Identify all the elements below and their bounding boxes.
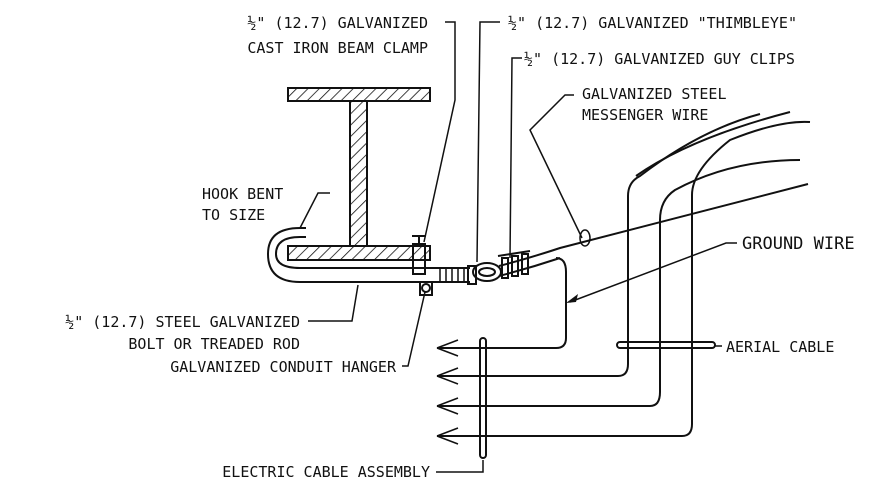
conduit-hanger-label: GALVANIZED CONDUIT HANGER bbox=[170, 358, 397, 376]
aerial-cables bbox=[437, 111, 811, 437]
ground-wire bbox=[437, 257, 567, 349]
messenger-wire-label-1: GALVANIZED STEEL bbox=[582, 85, 727, 103]
bolt-label-2: BOLT OR TREADED ROD bbox=[128, 335, 300, 353]
i-beam bbox=[287, 87, 431, 261]
guy-clips bbox=[497, 250, 531, 279]
labels: ½" (12.7) GALVANIZED CAST IRON BEAM CLAM… bbox=[65, 14, 854, 480]
beam-clamp bbox=[412, 235, 433, 296]
aerial-cable-band bbox=[616, 341, 716, 349]
bolt-label-1: ½" (12.7) STEEL GALVANIZED bbox=[65, 313, 300, 331]
ground-wire-label: GROUND WIRE bbox=[742, 234, 855, 254]
beam-web bbox=[349, 100, 368, 247]
bolt-rod bbox=[430, 267, 470, 283]
hook-label-2: TO SIZE bbox=[202, 206, 265, 224]
beam-top-flange bbox=[287, 87, 431, 102]
messenger-wire-label-2: MESSENGER WIRE bbox=[582, 106, 708, 124]
hook bbox=[266, 227, 430, 283]
aerial-cable-label: AERIAL CABLE bbox=[726, 338, 834, 356]
electric-cable-assembly-label: ELECTRIC CABLE ASSEMBLY bbox=[222, 463, 430, 480]
leader-lines bbox=[299, 21, 737, 473]
arrowheads bbox=[436, 339, 459, 445]
thimbleye-label: ½" (12.7) GALVANIZED "THIMBLEYE" bbox=[508, 14, 797, 32]
beam-clamp-label-2: CAST IRON BEAM CLAMP bbox=[247, 39, 428, 57]
beam-bottom-flange bbox=[287, 245, 431, 261]
messenger-wire bbox=[498, 183, 809, 277]
beam-clamp-label-1: ½" (12.7) GALVANIZED bbox=[247, 14, 428, 32]
cable-assembly-tie bbox=[479, 337, 487, 459]
guy-clips-label: ½" (12.7) GALVANIZED GUY CLIPS bbox=[524, 50, 795, 68]
thimbleye bbox=[467, 262, 502, 285]
messenger-marker bbox=[579, 229, 591, 247]
hook-label-1: HOOK BENT bbox=[202, 185, 283, 203]
